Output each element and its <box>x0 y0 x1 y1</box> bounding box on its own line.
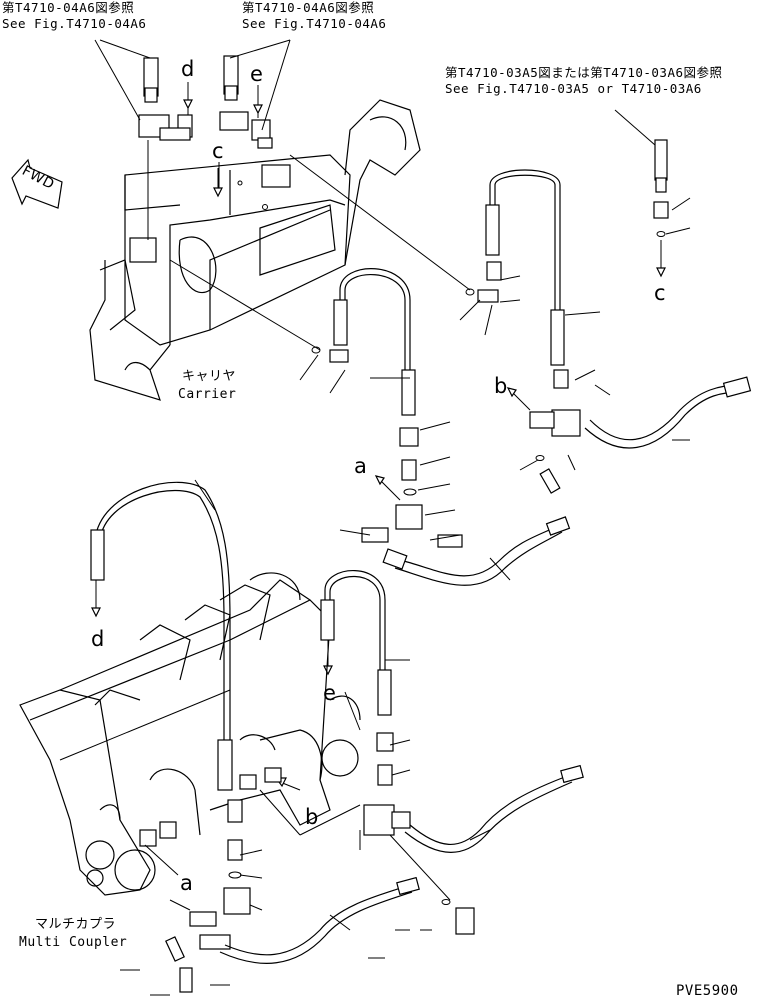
multi-coupler-body <box>19 572 361 896</box>
carrier-label-en: Carrier <box>178 387 237 402</box>
ref-top-left-jp: 第T4710-04A6図参照 <box>2 0 135 15</box>
ref-top-left-en: See Fig.T4710-04A6 <box>2 16 147 31</box>
fwd-arrow <box>11 158 63 209</box>
ref-top-mid-jp: 第T4710-04A6図参照 <box>242 0 375 15</box>
letter-c-right: c <box>654 281 666 305</box>
carrier-top-fittings <box>129 55 291 263</box>
carrier-flex-hoses <box>382 311 752 586</box>
letter-e-bottom: e <box>323 681 336 705</box>
carrier-label-jp: キャリヤ <box>182 369 237 384</box>
reference-leaders <box>94 39 656 192</box>
letter-a-bottom: a <box>180 871 193 895</box>
letter-d-bottom: d <box>91 627 105 651</box>
coupler-label-en: Multi Coupler <box>19 935 128 950</box>
ref-top-mid-en: See Fig.T4710-04A6 <box>242 16 387 31</box>
letter-a-mid: a <box>354 454 367 478</box>
right-top-fittings <box>653 139 691 270</box>
letter-b-bottom: b <box>305 805 319 829</box>
letter-d-top: d <box>181 57 195 81</box>
coupler-label-jp: マルチカプラ <box>35 917 117 932</box>
ref-top-right-en: See Fig.T4710-03A5 or T4710-03A6 <box>445 81 702 96</box>
letter-c-top: c <box>212 139 224 163</box>
letter-b-right: b <box>494 374 508 398</box>
carrier-body <box>89 99 421 401</box>
callout-ticks <box>120 275 690 996</box>
coupler-pipes <box>90 481 584 993</box>
ref-top-right-jp: 第T4710-03A5図または第T4710-03A6図参照 <box>445 65 723 80</box>
figure-code: PVE5900 <box>676 983 739 999</box>
letter-e-top: e <box>250 62 263 86</box>
carrier-pipes <box>169 154 569 548</box>
